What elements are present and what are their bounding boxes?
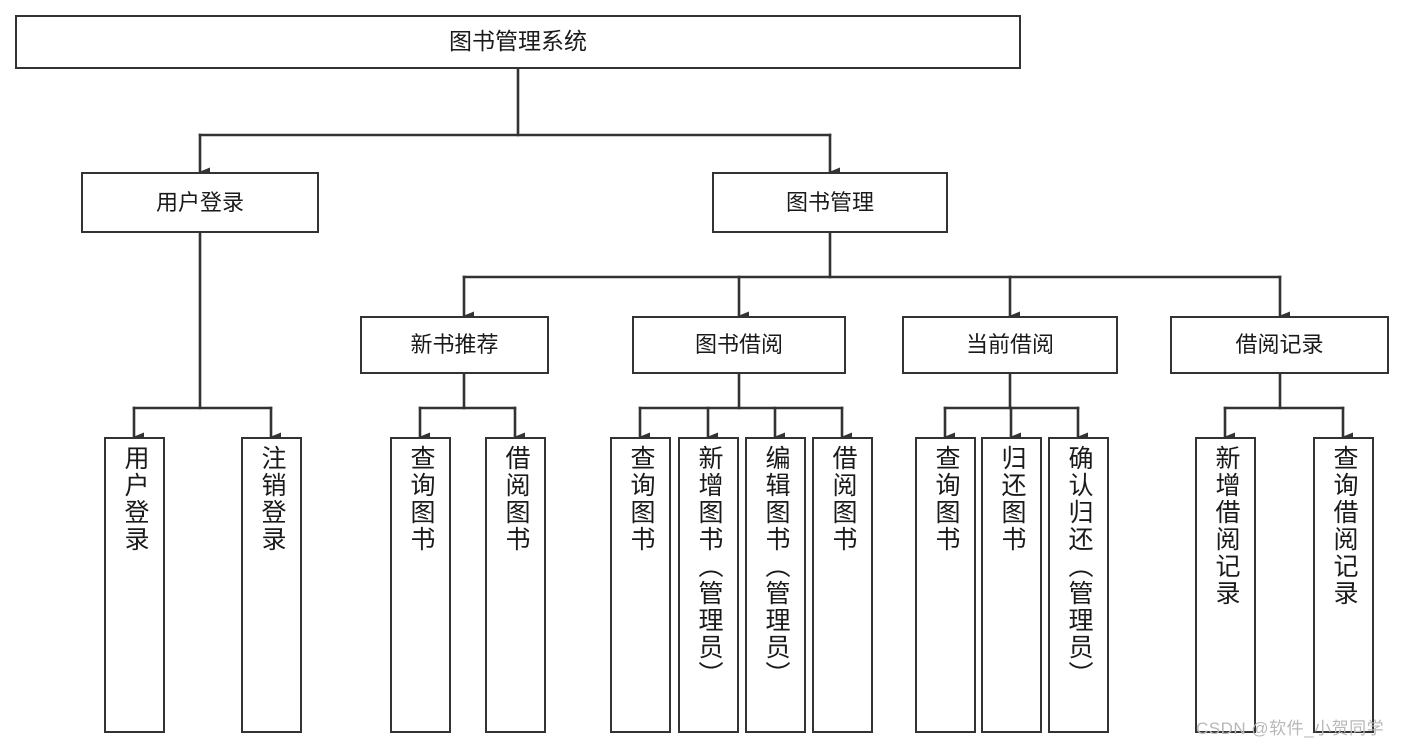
- node-current-borrow-label: 当前借阅: [965, 332, 1054, 358]
- leaf-user-login-label: 用户登录: [121, 445, 149, 553]
- node-current-borrow[interactable]: 当前借阅: [902, 316, 1118, 374]
- leaf-return-book[interactable]: 归还图书: [981, 437, 1042, 733]
- node-borrow-record[interactable]: 借阅记录: [1170, 316, 1389, 374]
- node-book-manage-label: 图书管理: [785, 189, 874, 215]
- leaf-logout-label: 注销登录: [258, 445, 286, 553]
- node-root-system[interactable]: 图书管理系统: [15, 15, 1021, 69]
- leaf-add-book[interactable]: 新增图书（管理员）: [678, 437, 739, 733]
- node-book-manage[interactable]: 图书管理: [712, 172, 948, 233]
- leaf-user-login[interactable]: 用户登录: [104, 437, 165, 733]
- leaf-borrow-book-1-label: 借阅图书: [502, 445, 530, 553]
- node-user-login-label: 用户登录: [155, 189, 244, 215]
- leaf-query-book-2[interactable]: 查询图书: [610, 437, 671, 733]
- leaf-add-book-label: 新增图书（管理员）: [695, 445, 723, 688]
- node-new-book-recommend-label: 新书推荐: [410, 332, 499, 358]
- node-book-borrow-label: 图书借阅: [694, 332, 783, 358]
- leaf-borrow-book-2-label: 借阅图书: [829, 445, 857, 553]
- node-root-label: 图书管理系统: [449, 28, 587, 55]
- leaf-return-book-label: 归还图书: [998, 445, 1026, 553]
- leaf-query-record-label: 查询借阅记录: [1330, 445, 1358, 607]
- leaf-edit-book[interactable]: 编辑图书（管理员）: [745, 437, 806, 733]
- node-book-borrow[interactable]: 图书借阅: [632, 316, 846, 374]
- leaf-confirm-return-label: 确认归还（管理员）: [1065, 445, 1093, 688]
- node-user-login[interactable]: 用户登录: [81, 172, 319, 233]
- leaf-confirm-return[interactable]: 确认归还（管理员）: [1048, 437, 1109, 733]
- leaf-query-book-3-label: 查询图书: [932, 445, 960, 553]
- leaf-query-book-1-label: 查询图书: [407, 445, 435, 553]
- leaf-query-book-2-label: 查询图书: [627, 445, 655, 553]
- leaf-query-record[interactable]: 查询借阅记录: [1313, 437, 1374, 733]
- leaf-query-book-3[interactable]: 查询图书: [915, 437, 976, 733]
- leaf-edit-book-label: 编辑图书（管理员）: [762, 445, 790, 688]
- node-new-book-recommend[interactable]: 新书推荐: [360, 316, 549, 374]
- leaf-add-record-label: 新增借阅记录: [1212, 445, 1240, 607]
- leaf-query-book-1[interactable]: 查询图书: [390, 437, 451, 733]
- leaf-add-record[interactable]: 新增借阅记录: [1195, 437, 1256, 733]
- leaf-borrow-book-1[interactable]: 借阅图书: [485, 437, 546, 733]
- leaf-logout[interactable]: 注销登录: [241, 437, 302, 733]
- leaf-borrow-book-2[interactable]: 借阅图书: [812, 437, 873, 733]
- node-borrow-record-label: 借阅记录: [1235, 332, 1324, 358]
